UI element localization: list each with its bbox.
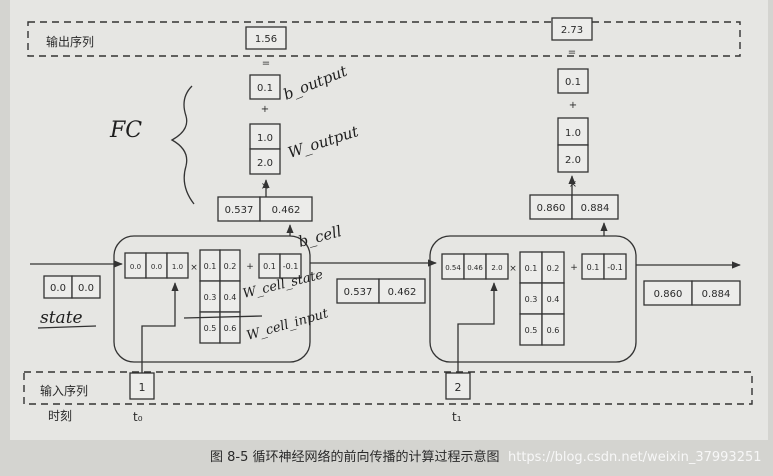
step1-times-sign: ×: [569, 179, 577, 190]
time-t1: t₁: [452, 410, 462, 424]
step0-concat-cell-2: [166, 252, 189, 279]
initial-state-value-1: 0.0: [78, 283, 94, 294]
step0-concat-value-2: 1.0: [172, 263, 183, 271]
final-state-value-1: 0.884: [702, 289, 731, 300]
step0-weight-value-2: 0.3: [204, 293, 217, 302]
step0-bias-cell-1: [279, 253, 302, 279]
step0-weight-cell-5: [219, 311, 241, 344]
step0-weight-value-4: 0.5: [204, 324, 217, 333]
time-label: 时刻: [48, 409, 72, 423]
handwritten-underline-icon: [183, 315, 263, 319]
step1-w-output-value-1: 2.0: [565, 155, 581, 166]
step0-concat-value-0: 0.0: [130, 263, 141, 271]
step1-b-output-value: 0.1: [565, 77, 581, 88]
step0-output-value: 1.56: [255, 34, 277, 45]
step0-state-out-value-0: 0.537: [225, 205, 254, 216]
step1-state-out-value-0: 0.860: [537, 203, 566, 214]
input-sequence-band: [23, 371, 753, 405]
step1-bias-cell-1: [603, 253, 627, 280]
step1-state-out-cell-0: [529, 194, 573, 220]
step0-equals-sign: =: [262, 58, 270, 69]
time-t0: t₀: [133, 410, 143, 424]
step1-output-box: [551, 17, 593, 41]
final-state-value-0: 0.860: [654, 289, 683, 300]
initial-state-value-0: 0.0: [50, 283, 66, 294]
step0-bias-value-0: 0.1: [263, 262, 276, 271]
output-sequence-label: 输出序列: [46, 34, 94, 49]
step1-concat-value-1: 0.46: [467, 264, 483, 272]
handwritten-brace-icon: [170, 85, 195, 205]
step0-times-sign: ×: [261, 181, 269, 192]
step0-weight-value-3: 0.4: [224, 293, 237, 302]
watermark-text: https://blog.csdn.net/weixin_37993251: [508, 450, 762, 465]
step1-output-value: 2.73: [561, 25, 583, 36]
page-background: [10, 0, 768, 440]
step0-bias-value-1: -0.1: [283, 262, 299, 271]
step1-input-value: 2: [455, 381, 462, 394]
input-sequence-label: 输入序列: [40, 383, 88, 398]
step0-w-output-cell-1: [249, 148, 281, 175]
step1-input-box: [445, 372, 471, 400]
step1-weight-value-3: 0.4: [547, 295, 560, 304]
step1-concat-cell-2: [485, 253, 509, 280]
step1-b-output-box: [557, 68, 589, 94]
step1-weight-value-0: 0.1: [525, 264, 538, 273]
initial-state-cell-1: [71, 275, 101, 299]
step1-w-output-cell-1: [557, 144, 589, 173]
connector-state-value-1: 0.462: [388, 287, 417, 298]
step1-weight-value-4: 0.5: [525, 326, 538, 335]
step0-w-output-value-1: 2.0: [257, 158, 273, 169]
handwritten-state-underline-icon: [37, 325, 97, 329]
step1-weight-value-5: 0.6: [547, 326, 560, 335]
connector-state-cell-0: [336, 278, 380, 304]
step1-bias-value-1: -0.1: [607, 263, 623, 272]
connector-state-value-0: 0.537: [344, 287, 373, 298]
step0-cell-plus-sign: +: [246, 262, 254, 272]
step0-cell-times-sign: ×: [190, 263, 198, 273]
handwritten-state: state: [40, 308, 83, 328]
step0-cell: [113, 235, 311, 363]
connector-state-cell-1: [378, 278, 426, 304]
step1-bias-value-0: 0.1: [587, 263, 600, 272]
step0-arrow-input: [141, 282, 179, 373]
step0-weight-value-1: 0.2: [224, 262, 237, 271]
step1-weight-cell-5: [541, 313, 565, 346]
step1-w-output-value-0: 1.0: [565, 128, 581, 139]
step1-state-out-cell-1: [571, 194, 619, 220]
step0-b-output-value: 0.1: [257, 83, 273, 94]
step1-concat-value-0: 0.54: [445, 264, 461, 272]
step0-concat-value-1: 0.0: [151, 263, 162, 271]
step0-input-value: 1: [139, 381, 146, 394]
step1-state-out-value-1: 0.884: [581, 203, 610, 214]
step1-cell: [429, 235, 637, 363]
final-state-cell-1: [691, 280, 741, 306]
step1-plus-sign: +: [569, 100, 577, 111]
step1-arrow-input: [457, 282, 498, 373]
step0-weight-value-5: 0.6: [224, 324, 237, 333]
step0-state-out-cell-1: [259, 196, 313, 222]
step1-equals-sign: =: [568, 47, 576, 58]
step1-weight-value-2: 0.3: [525, 295, 538, 304]
figure-caption: 图 8-5 循环神经网络的前向传播的计算过程示意图: [210, 449, 500, 465]
step1-weight-value-1: 0.2: [547, 264, 560, 273]
step0-plus-sign: +: [261, 104, 269, 115]
step0-state-out-value-1: 0.462: [272, 205, 301, 216]
step1-cell-plus-sign: +: [570, 263, 578, 273]
handwritten-fc: FC: [109, 118, 142, 143]
step0-output-box: [245, 26, 287, 50]
final-state-cell-0: [643, 280, 693, 306]
step1-cell-times-sign: ×: [509, 264, 517, 274]
step0-weight-value-0: 0.1: [204, 262, 217, 271]
step0-w-output-value-0: 1.0: [257, 133, 273, 144]
step0-state-out-cell-0: [217, 196, 261, 222]
step0-b-output-box: [249, 74, 281, 100]
step1-concat-value-2: 2.0: [491, 264, 502, 272]
